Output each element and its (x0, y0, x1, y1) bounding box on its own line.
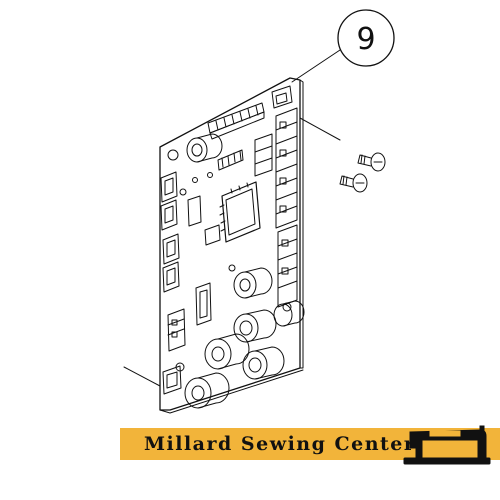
capacitor (186, 133, 223, 163)
mounting-hole (167, 149, 179, 161)
callout-circle (337, 9, 395, 67)
board-connector (162, 261, 180, 293)
board-connector (275, 107, 298, 229)
capacitor (233, 267, 273, 299)
board-connector (162, 365, 182, 395)
callout-number: 9 (356, 22, 375, 57)
screw-icon (339, 173, 368, 193)
capacitor (242, 346, 285, 380)
capacitor (184, 372, 230, 409)
control-board (159, 77, 305, 414)
guide-line (123, 366, 161, 387)
board-connector (277, 224, 298, 308)
board-connector (162, 233, 180, 265)
capacitor (273, 300, 305, 327)
sewing-machine-icon (403, 425, 491, 465)
board-connector (160, 199, 178, 231)
processor-chip (219, 181, 261, 243)
board-connector (167, 308, 186, 352)
board-connector (160, 171, 178, 203)
callout-leader (291, 49, 341, 83)
capacitor (233, 309, 277, 343)
screw-leader (299, 117, 341, 141)
screw-icon (357, 152, 386, 172)
board-connector (207, 102, 265, 140)
callout (291, 9, 395, 83)
capacitor (204, 333, 250, 370)
banner-text: Millard Sewing Center (144, 433, 416, 455)
